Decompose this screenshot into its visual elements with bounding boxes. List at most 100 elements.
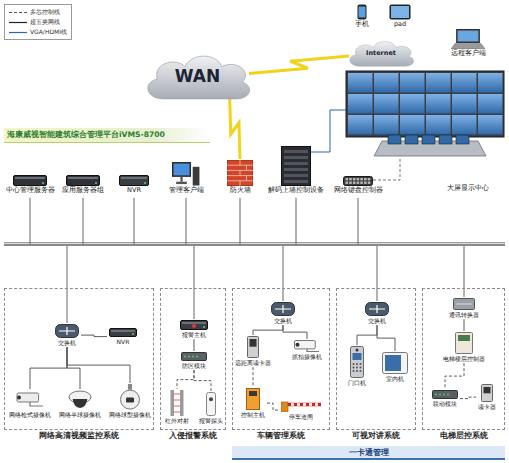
- cloud-label: Internet: [366, 49, 396, 57]
- device-icon: [119, 175, 149, 186]
- platform-banner: 海康威视智能建筑综合管理平台iVMS-8700: [4, 128, 210, 143]
- device-icon: [180, 320, 208, 330]
- device-label: 红外对射: [165, 417, 189, 424]
- wall-screen: [400, 115, 425, 135]
- panel-title: 电梯层控系统: [440, 431, 488, 441]
- device-icon: [271, 302, 295, 316]
- bus-drop: [358, 198, 359, 244]
- band-label: 一卡通管理: [349, 447, 389, 458]
- device-label: 网络枪式摄像机: [9, 411, 51, 418]
- device-label: 远程客户端: [451, 50, 486, 58]
- wall-screen: [452, 94, 477, 114]
- bus-drop: [83, 198, 84, 244]
- firewall-device: 防火墙: [225, 159, 255, 196]
- bus-drop: [240, 198, 241, 244]
- device-icon: [13, 175, 47, 186]
- device-icon: [227, 160, 253, 186]
- wall-screen: [452, 115, 477, 135]
- switch-device: 交换机: [53, 323, 81, 347]
- wall-screen: [374, 115, 399, 135]
- wall-screen: [478, 115, 503, 135]
- zone-module: 防区模块: [179, 351, 209, 370]
- device-label: 读卡器: [478, 403, 496, 410]
- bus-drop: [464, 246, 465, 297]
- tablet-device: pad: [387, 3, 413, 30]
- device-icon: [109, 328, 137, 337]
- vga-wire: [311, 110, 346, 152]
- device-label: 门口机: [348, 379, 366, 386]
- wall-screen: [452, 73, 477, 93]
- device-icon: [481, 384, 493, 402]
- wall-screen: [400, 94, 425, 114]
- bus-drop: [30, 198, 31, 244]
- device-label: 防区模块: [182, 362, 206, 369]
- device-label: 报警主机: [182, 331, 206, 338]
- device-icon: [119, 384, 141, 410]
- bus-drop: [134, 198, 135, 244]
- wall-screen: [426, 94, 451, 114]
- device-label: 中心管理服务器: [6, 187, 55, 195]
- display-center-label: 大屏显示中心: [445, 183, 491, 194]
- wall-screen: [374, 73, 399, 93]
- device-icon: [247, 336, 259, 358]
- legend-row: 超五类网线: [9, 17, 67, 27]
- camera-device: 网络枪式摄像机: [7, 389, 53, 419]
- wall-screen: [400, 73, 425, 93]
- device-icon: [281, 146, 311, 186]
- device-icon: [281, 400, 321, 412]
- device-label: 解码上墙控制设备: [268, 187, 324, 195]
- panel-title: 车辆管理系统: [257, 431, 305, 441]
- device-label: 交换机: [274, 317, 292, 324]
- client-device: 管理客户端: [167, 161, 206, 196]
- network-bus-highlight: [4, 243, 505, 244]
- console-monitor: [388, 135, 401, 144]
- console-monitor: [439, 135, 452, 144]
- connector: [445, 363, 464, 389]
- legend-sample: [9, 20, 27, 25]
- connector: [67, 347, 130, 383]
- wall-screen: [374, 94, 399, 114]
- nvr-device: NVR: [107, 327, 139, 346]
- device-icon: [55, 324, 79, 338]
- subsystem-panel: 车辆管理系统交换机远距离读卡器抓拍摄像机控制主机停车道闸: [232, 288, 330, 430]
- connector: [177, 370, 194, 389]
- connector: [30, 347, 67, 389]
- device-label: 网络球型摄像机: [109, 411, 151, 418]
- legend-sample: [9, 10, 27, 15]
- alarm-detector: 报警探头: [197, 391, 225, 425]
- device-icon: [343, 176, 373, 186]
- device-icon: [453, 298, 475, 310]
- connector: [81, 335, 107, 337]
- device-icon: [66, 175, 100, 186]
- subsystem-panel: 入侵报警系统报警主机防区模块红外对射报警探头: [160, 288, 226, 430]
- console-monitor: [422, 135, 435, 144]
- legend-row: VGA/HDMI线: [9, 27, 67, 37]
- door-station: 门口机: [346, 345, 368, 387]
- connector: [377, 325, 395, 351]
- device-icon: [181, 352, 207, 361]
- device-icon: [382, 352, 408, 374]
- indoor-monitor: 室内机: [380, 351, 410, 383]
- connectors: [30, 56, 476, 410]
- device-label: 报警探头: [199, 417, 223, 424]
- panel-title: 网络高清视频监控系统: [39, 431, 119, 441]
- device-label: NVR: [127, 187, 141, 195]
- console-monitors: [388, 135, 469, 144]
- phone-device: 手机: [353, 3, 371, 30]
- legend-sample: [9, 30, 27, 35]
- device-label: 管理客户端: [169, 187, 204, 195]
- elevator-controller: 电梯楼层控制器: [441, 331, 487, 363]
- connector: [464, 319, 465, 331]
- server-device: 应用服务器组: [60, 174, 106, 196]
- device-label: 控制主机: [241, 411, 265, 418]
- bus-drop: [194, 246, 195, 319]
- connector: [267, 403, 279, 410]
- subsystem-panel: 网络高清视频监控系统NVR交换机网络枪式摄像机网络半球摄像机网络球型摄像机: [4, 288, 154, 430]
- device-label: 通讯转换器: [449, 311, 479, 318]
- video-wall: [346, 71, 504, 137]
- wireless-link: [230, 98, 240, 159]
- device-label: 网络键盘控制器: [334, 187, 383, 195]
- wall-screen: [348, 115, 373, 135]
- connector: [357, 325, 377, 345]
- server-device: 中心管理服务器: [4, 174, 57, 196]
